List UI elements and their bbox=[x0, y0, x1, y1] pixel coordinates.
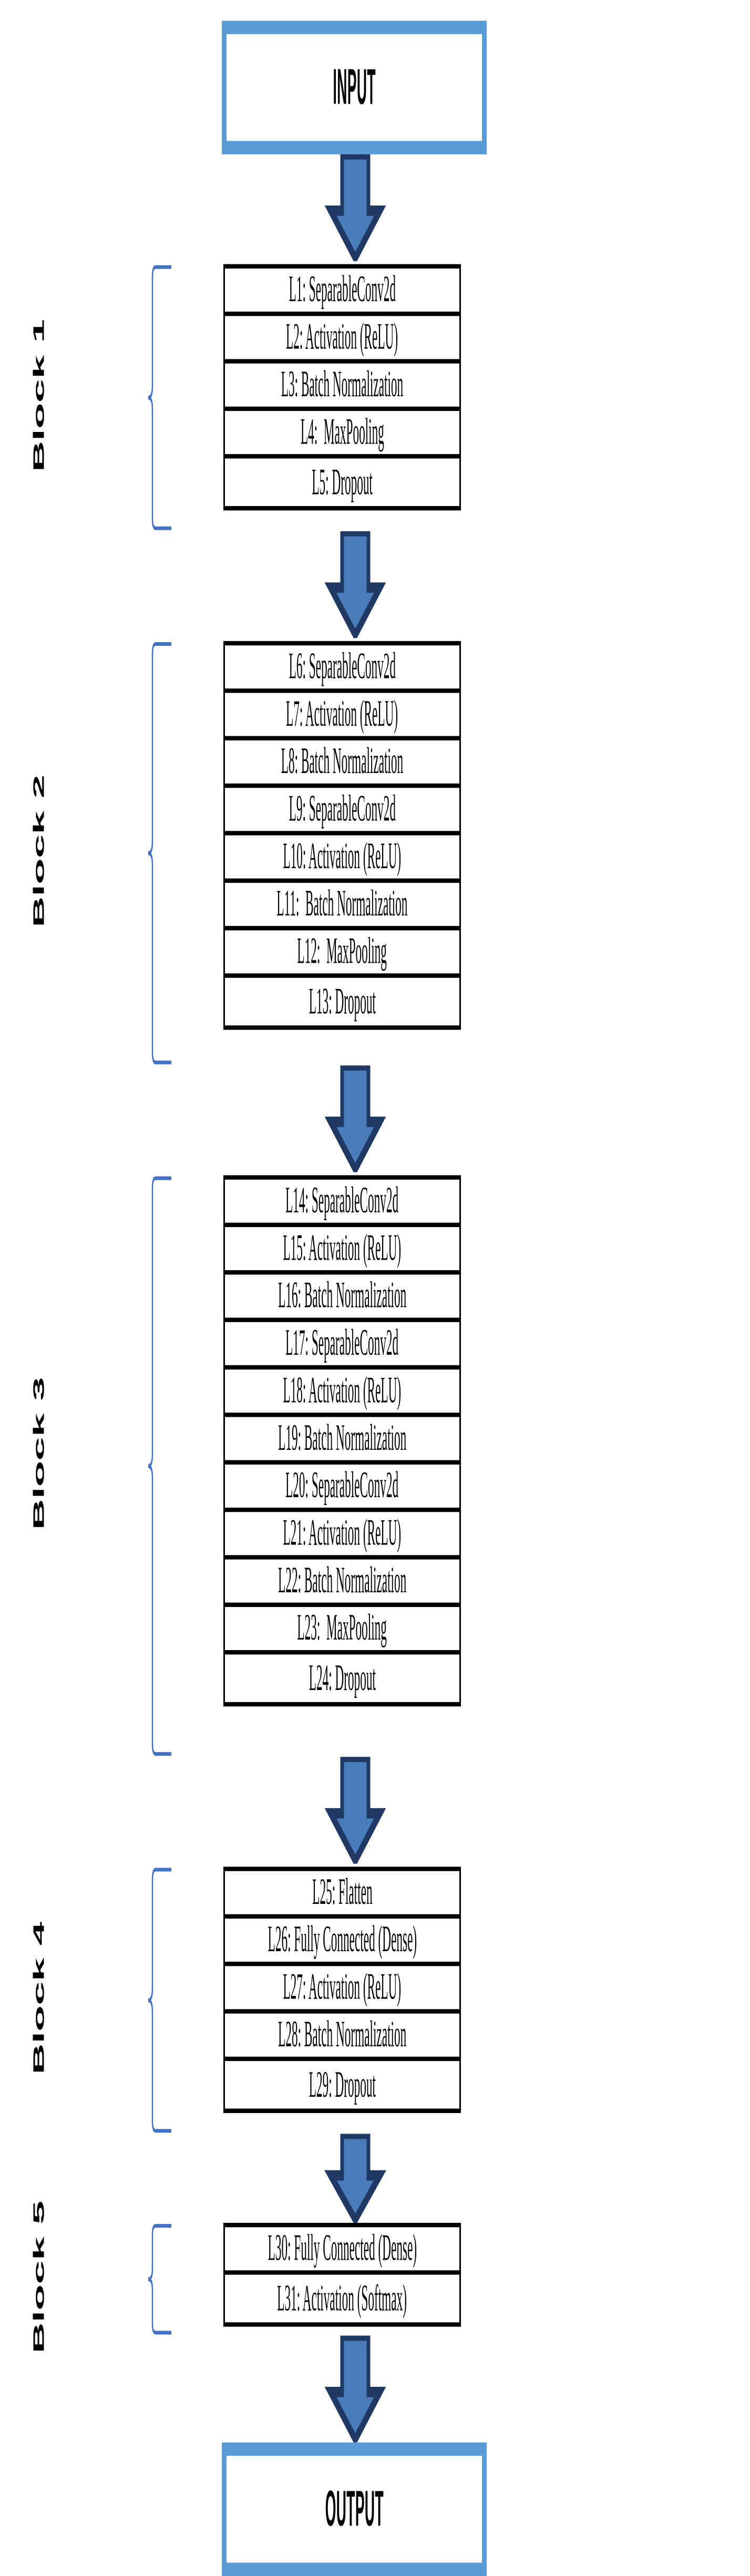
layer-row: L5: Dropout bbox=[225, 458, 459, 506]
brace-block-4 bbox=[147, 1867, 171, 2134]
layer-label: L2: Activation (ReLU) bbox=[286, 317, 398, 358]
layer-row: L1: SeparableConv2d bbox=[225, 269, 459, 316]
layer-row: L15: Activation (ReLU) bbox=[225, 1227, 459, 1275]
block-label-2: Block 2 bbox=[31, 733, 48, 970]
layer-label: L19: Batch Normalization bbox=[278, 1418, 407, 1459]
layer-row: L11: Batch Normalization bbox=[225, 883, 459, 931]
layer-label: L11: Batch Normalization bbox=[276, 884, 408, 925]
layer-row: L21: Activation (ReLU) bbox=[225, 1512, 459, 1560]
layer-label: L9: SeparableConv2d bbox=[289, 789, 396, 830]
layer-label: L23: MaxPooling bbox=[297, 1608, 387, 1649]
layer-stack-block-5: L30: Fully Connected (Dense) L31: Activa… bbox=[223, 2222, 461, 2327]
layer-label: L5: Dropout bbox=[312, 462, 373, 502]
layer-label: L26: Fully Connected (Dense) bbox=[268, 1920, 417, 1961]
output-label: OUTPUT bbox=[325, 2480, 384, 2537]
layer-label: L13: Dropout bbox=[309, 981, 376, 1022]
layer-row: L6: SeparableConv2d bbox=[225, 645, 459, 693]
layer-label: L1: SeparableConv2d bbox=[289, 270, 396, 311]
output-box: OUTPUT bbox=[222, 2442, 487, 2576]
layer-row: L25: Flatten bbox=[225, 1871, 459, 1919]
layer-row: L19: Batch Normalization bbox=[225, 1417, 459, 1465]
arrow-block3-to-block4 bbox=[0, 1757, 750, 1864]
layer-row: L14: SeparableConv2d bbox=[225, 1179, 459, 1228]
layer-row: L9: SeparableConv2d bbox=[225, 788, 459, 836]
layer-label: L10: Activation (ReLU) bbox=[283, 837, 402, 877]
arrow-block1-to-block2 bbox=[0, 531, 750, 638]
layer-label: L22: Batch Normalization bbox=[278, 1561, 407, 1601]
layer-stack-block-2: L6: SeparableConv2d L7: Activation (ReLU… bbox=[223, 641, 461, 1030]
layer-label: L17: SeparableConv2d bbox=[285, 1323, 399, 1364]
layer-label: L7: Activation (ReLU) bbox=[286, 694, 398, 735]
layer-label: L15: Activation (ReLU) bbox=[283, 1229, 402, 1269]
layer-row: L2: Activation (ReLU) bbox=[225, 316, 459, 364]
layer-row: L18: Activation (ReLU) bbox=[225, 1369, 459, 1417]
layer-stack-block-3: L14: SeparableConv2d L15: Activation (Re… bbox=[223, 1175, 461, 1707]
block-label-4: Block 4 bbox=[31, 1880, 48, 2117]
layer-label: L18: Activation (ReLU) bbox=[283, 1371, 402, 1411]
layer-row: L26: Fully Connected (Dense) bbox=[225, 1919, 459, 1966]
arrow-block5-to-output bbox=[0, 2335, 750, 2443]
block-label-1: Block 1 bbox=[31, 277, 48, 514]
layer-label: L29: Dropout bbox=[309, 2065, 376, 2105]
block-label-3-text: Block 3 bbox=[30, 1377, 48, 1530]
layer-label: L30: Fully Connected (Dense) bbox=[268, 2229, 417, 2269]
layer-label: L27: Activation (ReLU) bbox=[283, 1967, 402, 2008]
layer-row: L3: Batch Normalization bbox=[225, 363, 459, 411]
layer-label: L21: Activation (ReLU) bbox=[283, 1513, 402, 1554]
layer-row: L30: Fully Connected (Dense) bbox=[225, 2227, 459, 2275]
brace-block-3 bbox=[147, 1175, 171, 1757]
arrow-input-to-block1 bbox=[0, 154, 750, 261]
brace-block-1 bbox=[147, 264, 171, 531]
layer-label: L4: MaxPooling bbox=[300, 413, 384, 453]
layer-row: L4: MaxPooling bbox=[225, 411, 459, 459]
input-box: INPUT bbox=[222, 20, 487, 154]
layer-row: L8: Batch Normalization bbox=[225, 740, 459, 788]
layer-row: L20: SeparableConv2d bbox=[225, 1465, 459, 1512]
input-label: INPUT bbox=[333, 58, 376, 115]
layer-row: L31: Activation (Softmax) bbox=[225, 2274, 459, 2323]
layer-row: L24: Dropout bbox=[225, 1654, 459, 1702]
layer-row: L16: Batch Normalization bbox=[225, 1274, 459, 1322]
layer-row: L22: Batch Normalization bbox=[225, 1559, 459, 1608]
layer-row: L13: Dropout bbox=[225, 977, 459, 1026]
layer-row: L10: Activation (ReLU) bbox=[225, 835, 459, 883]
layer-label: L24: Dropout bbox=[309, 1658, 376, 1698]
block-label-3: Block 3 bbox=[31, 1335, 48, 1572]
layer-row: L12: MaxPooling bbox=[225, 930, 459, 978]
layer-label: L16: Batch Normalization bbox=[278, 1276, 407, 1316]
layer-label: L31: Activation (Softmax) bbox=[277, 2278, 407, 2319]
layer-stack-block-1: L1: SeparableConv2d L2: Activation (ReLU… bbox=[223, 264, 461, 511]
block-label-4-text: Block 4 bbox=[30, 1921, 48, 2075]
layer-row: L7: Activation (ReLU) bbox=[225, 693, 459, 741]
layer-label: L3: Batch Normalization bbox=[281, 365, 404, 405]
block-label-5-text: Block 5 bbox=[30, 2200, 48, 2354]
layer-label: L12: MaxPooling bbox=[297, 932, 387, 972]
layer-row: L29: Dropout bbox=[225, 2061, 459, 2109]
layer-label: L28: Batch Normalization bbox=[278, 2015, 407, 2055]
layer-label: L8: Batch Normalization bbox=[281, 741, 404, 782]
layer-stack-block-4: L25: Flatten L26: Fully Connected (Dense… bbox=[223, 1867, 461, 2113]
block-label-1-text: Block 1 bbox=[30, 319, 48, 472]
layer-label: L6: SeparableConv2d bbox=[289, 647, 396, 687]
layer-row: L23: MaxPooling bbox=[225, 1607, 459, 1655]
arrow-block2-to-block3 bbox=[0, 1065, 750, 1172]
brace-block-5 bbox=[147, 2223, 171, 2336]
layer-row: L17: SeparableConv2d bbox=[225, 1322, 459, 1370]
layer-row: L27: Activation (ReLU) bbox=[225, 1966, 459, 2014]
layer-label: L14: SeparableConv2d bbox=[285, 1181, 399, 1221]
layer-label: L20: SeparableConv2d bbox=[285, 1466, 399, 1507]
arrow-block4-to-block5 bbox=[0, 2134, 750, 2223]
layer-row: L28: Batch Normalization bbox=[225, 2013, 459, 2062]
block-label-2-text: Block 2 bbox=[30, 774, 48, 928]
brace-block-2 bbox=[147, 641, 171, 1066]
layer-label: L25: Flatten bbox=[312, 1872, 373, 1913]
